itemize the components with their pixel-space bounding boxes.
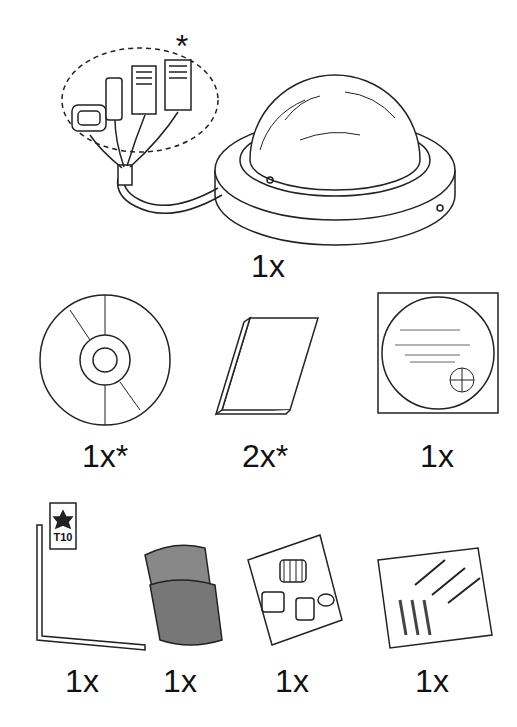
cable-gland-kit [248, 535, 342, 645]
cd-disc [40, 295, 170, 425]
camera-cable [90, 112, 222, 213]
quantity-label: 1x* [82, 440, 128, 472]
cable-connectors [72, 60, 191, 131]
quantity-label: 1x [420, 440, 454, 472]
drill-template [378, 293, 498, 413]
quantity-label: 1x [65, 665, 99, 697]
torx-key [37, 503, 145, 650]
quantity-label: 1x [275, 665, 309, 697]
manual-booklet [216, 318, 318, 414]
optional-marker: * [176, 30, 188, 62]
quantity-label: 1x [251, 250, 285, 282]
tool-size-label: T10 [54, 532, 73, 543]
dome-camera [215, 75, 455, 245]
cleaning-cloth [145, 545, 222, 645]
optional-parts-outline [62, 48, 218, 152]
quantity-label: 1x [163, 665, 197, 697]
screws-and-plugs [378, 548, 492, 648]
quantity-label: 1x [415, 665, 449, 697]
quantity-label: 2x* [242, 440, 288, 472]
